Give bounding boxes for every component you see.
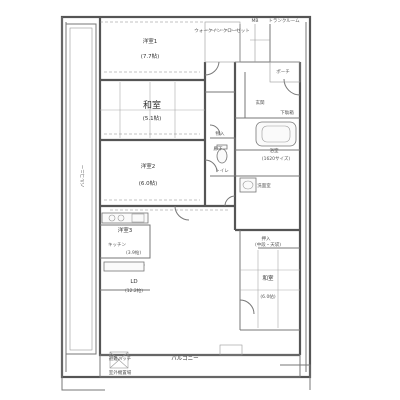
label-kitchen: キッチン xyxy=(108,242,126,248)
wash-basin xyxy=(239,177,257,193)
label-kitchen-size: (3.9帖) xyxy=(126,249,141,256)
kitchen-island xyxy=(103,261,145,272)
label-left-balcony: バルコニー xyxy=(80,164,86,187)
toilet-fixture xyxy=(216,144,228,164)
label-washitsu2: 和室 xyxy=(262,274,274,282)
label-ld-size: (12.2帖) xyxy=(125,287,143,294)
label-storage: 物入 xyxy=(216,130,225,137)
label-trunk: トランクルーム xyxy=(268,18,300,24)
label-washitsu: 和室 xyxy=(143,99,161,111)
label-walkin: ウォークイン クローゼット xyxy=(194,27,249,34)
label-porch: ポーチ xyxy=(276,68,290,75)
label-toilet: トイレ xyxy=(215,169,229,174)
label-balcony: バルコニー xyxy=(171,355,198,362)
label-rescue: 避難ハッチ xyxy=(109,355,132,362)
label-storage2: 押入 xyxy=(262,235,271,242)
label-ac-unit: 室外機置場 xyxy=(109,369,132,376)
walkin-shelves xyxy=(204,21,241,63)
label-storage2-size: (中段・天袋) xyxy=(255,241,281,248)
label-mb: MB xyxy=(252,18,259,24)
label-washitsu-size: (5.1帖) xyxy=(143,114,162,122)
label-western2-size: (6.0帖) xyxy=(139,179,158,187)
left-balcony xyxy=(65,23,97,355)
label-entrance: 玄関 xyxy=(256,99,265,106)
label-western2: 洋室2 xyxy=(141,162,156,170)
label-washroom: 洗面室 xyxy=(257,182,271,189)
door-swings xyxy=(174,61,301,315)
kitchen-counter xyxy=(101,212,149,224)
label-western3: 洋室3 xyxy=(118,226,133,234)
label-bath: 浴室 xyxy=(270,147,279,154)
label-bath-size: (1620サイズ) xyxy=(262,155,291,162)
interior-walls xyxy=(100,24,302,355)
label-ld: LD xyxy=(130,279,137,285)
label-washitsu2-size: (6.0帖) xyxy=(260,293,275,300)
room-labels: 洋室1 (7.7帖) ウォークイン クローゼット 和室 (5.1帖) 洋室2 (… xyxy=(80,18,300,376)
porch-area xyxy=(250,24,301,83)
label-western1-size: (7.7帖) xyxy=(141,52,160,60)
outer-walls xyxy=(60,15,312,391)
bathtub xyxy=(255,121,297,147)
label-western1: 洋室1 xyxy=(143,37,158,45)
bottom-balcony xyxy=(99,344,301,378)
label-hall: 廊下 xyxy=(214,145,223,152)
tatami-grid xyxy=(100,82,300,328)
label-shoebox: 下駄箱 xyxy=(280,109,294,116)
